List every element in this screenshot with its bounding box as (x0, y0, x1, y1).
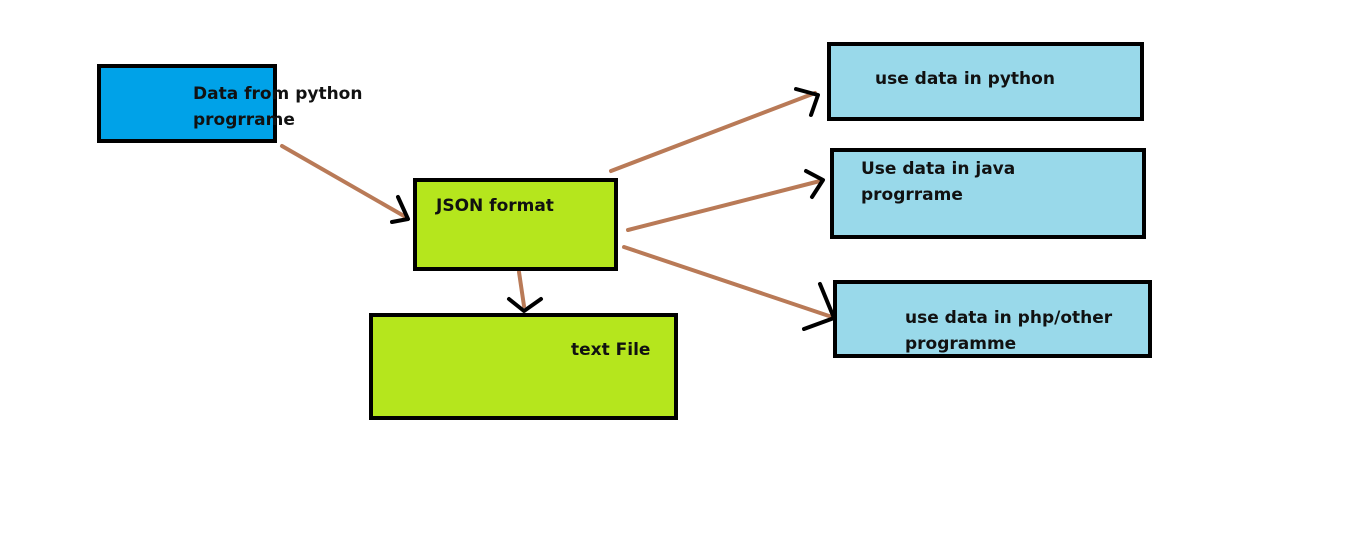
json-format-box (413, 178, 618, 271)
php-box (833, 280, 1152, 358)
source-label-line2: progrrame (193, 110, 295, 130)
connector-json-to-php (622, 245, 834, 319)
arrowhead-python (794, 87, 820, 117)
php-label: use data in php/other programme (905, 305, 1112, 357)
source-label-line1: Data from python (193, 84, 363, 104)
text-file-box (369, 313, 678, 420)
connector-source-to-json (280, 144, 406, 218)
json-format-label: JSON format (436, 196, 554, 216)
source-label: Data from python progrrame (193, 81, 362, 133)
connector-json-to-textfile (517, 270, 526, 308)
arrowhead-textfile (507, 297, 543, 313)
text-file-label: text File (571, 340, 651, 360)
source-box (97, 64, 277, 143)
java-label: Use data in java progrrame (861, 156, 1015, 208)
java-box (830, 148, 1146, 239)
connector-json-to-java (626, 179, 822, 232)
java-label-line1: Use data in java (861, 159, 1016, 179)
php-label-line2: programme (905, 334, 1017, 354)
python-box (827, 42, 1144, 121)
arrowhead-java (804, 169, 825, 199)
connectors (280, 91, 834, 319)
arrowhead-php (802, 282, 836, 331)
php-label-line1: use data in php/other (905, 308, 1113, 328)
java-label-line2: progrrame (861, 185, 963, 205)
python-label: use data in python (875, 69, 1055, 89)
arrowhead-json (390, 195, 410, 224)
connector-json-to-python (609, 91, 817, 173)
